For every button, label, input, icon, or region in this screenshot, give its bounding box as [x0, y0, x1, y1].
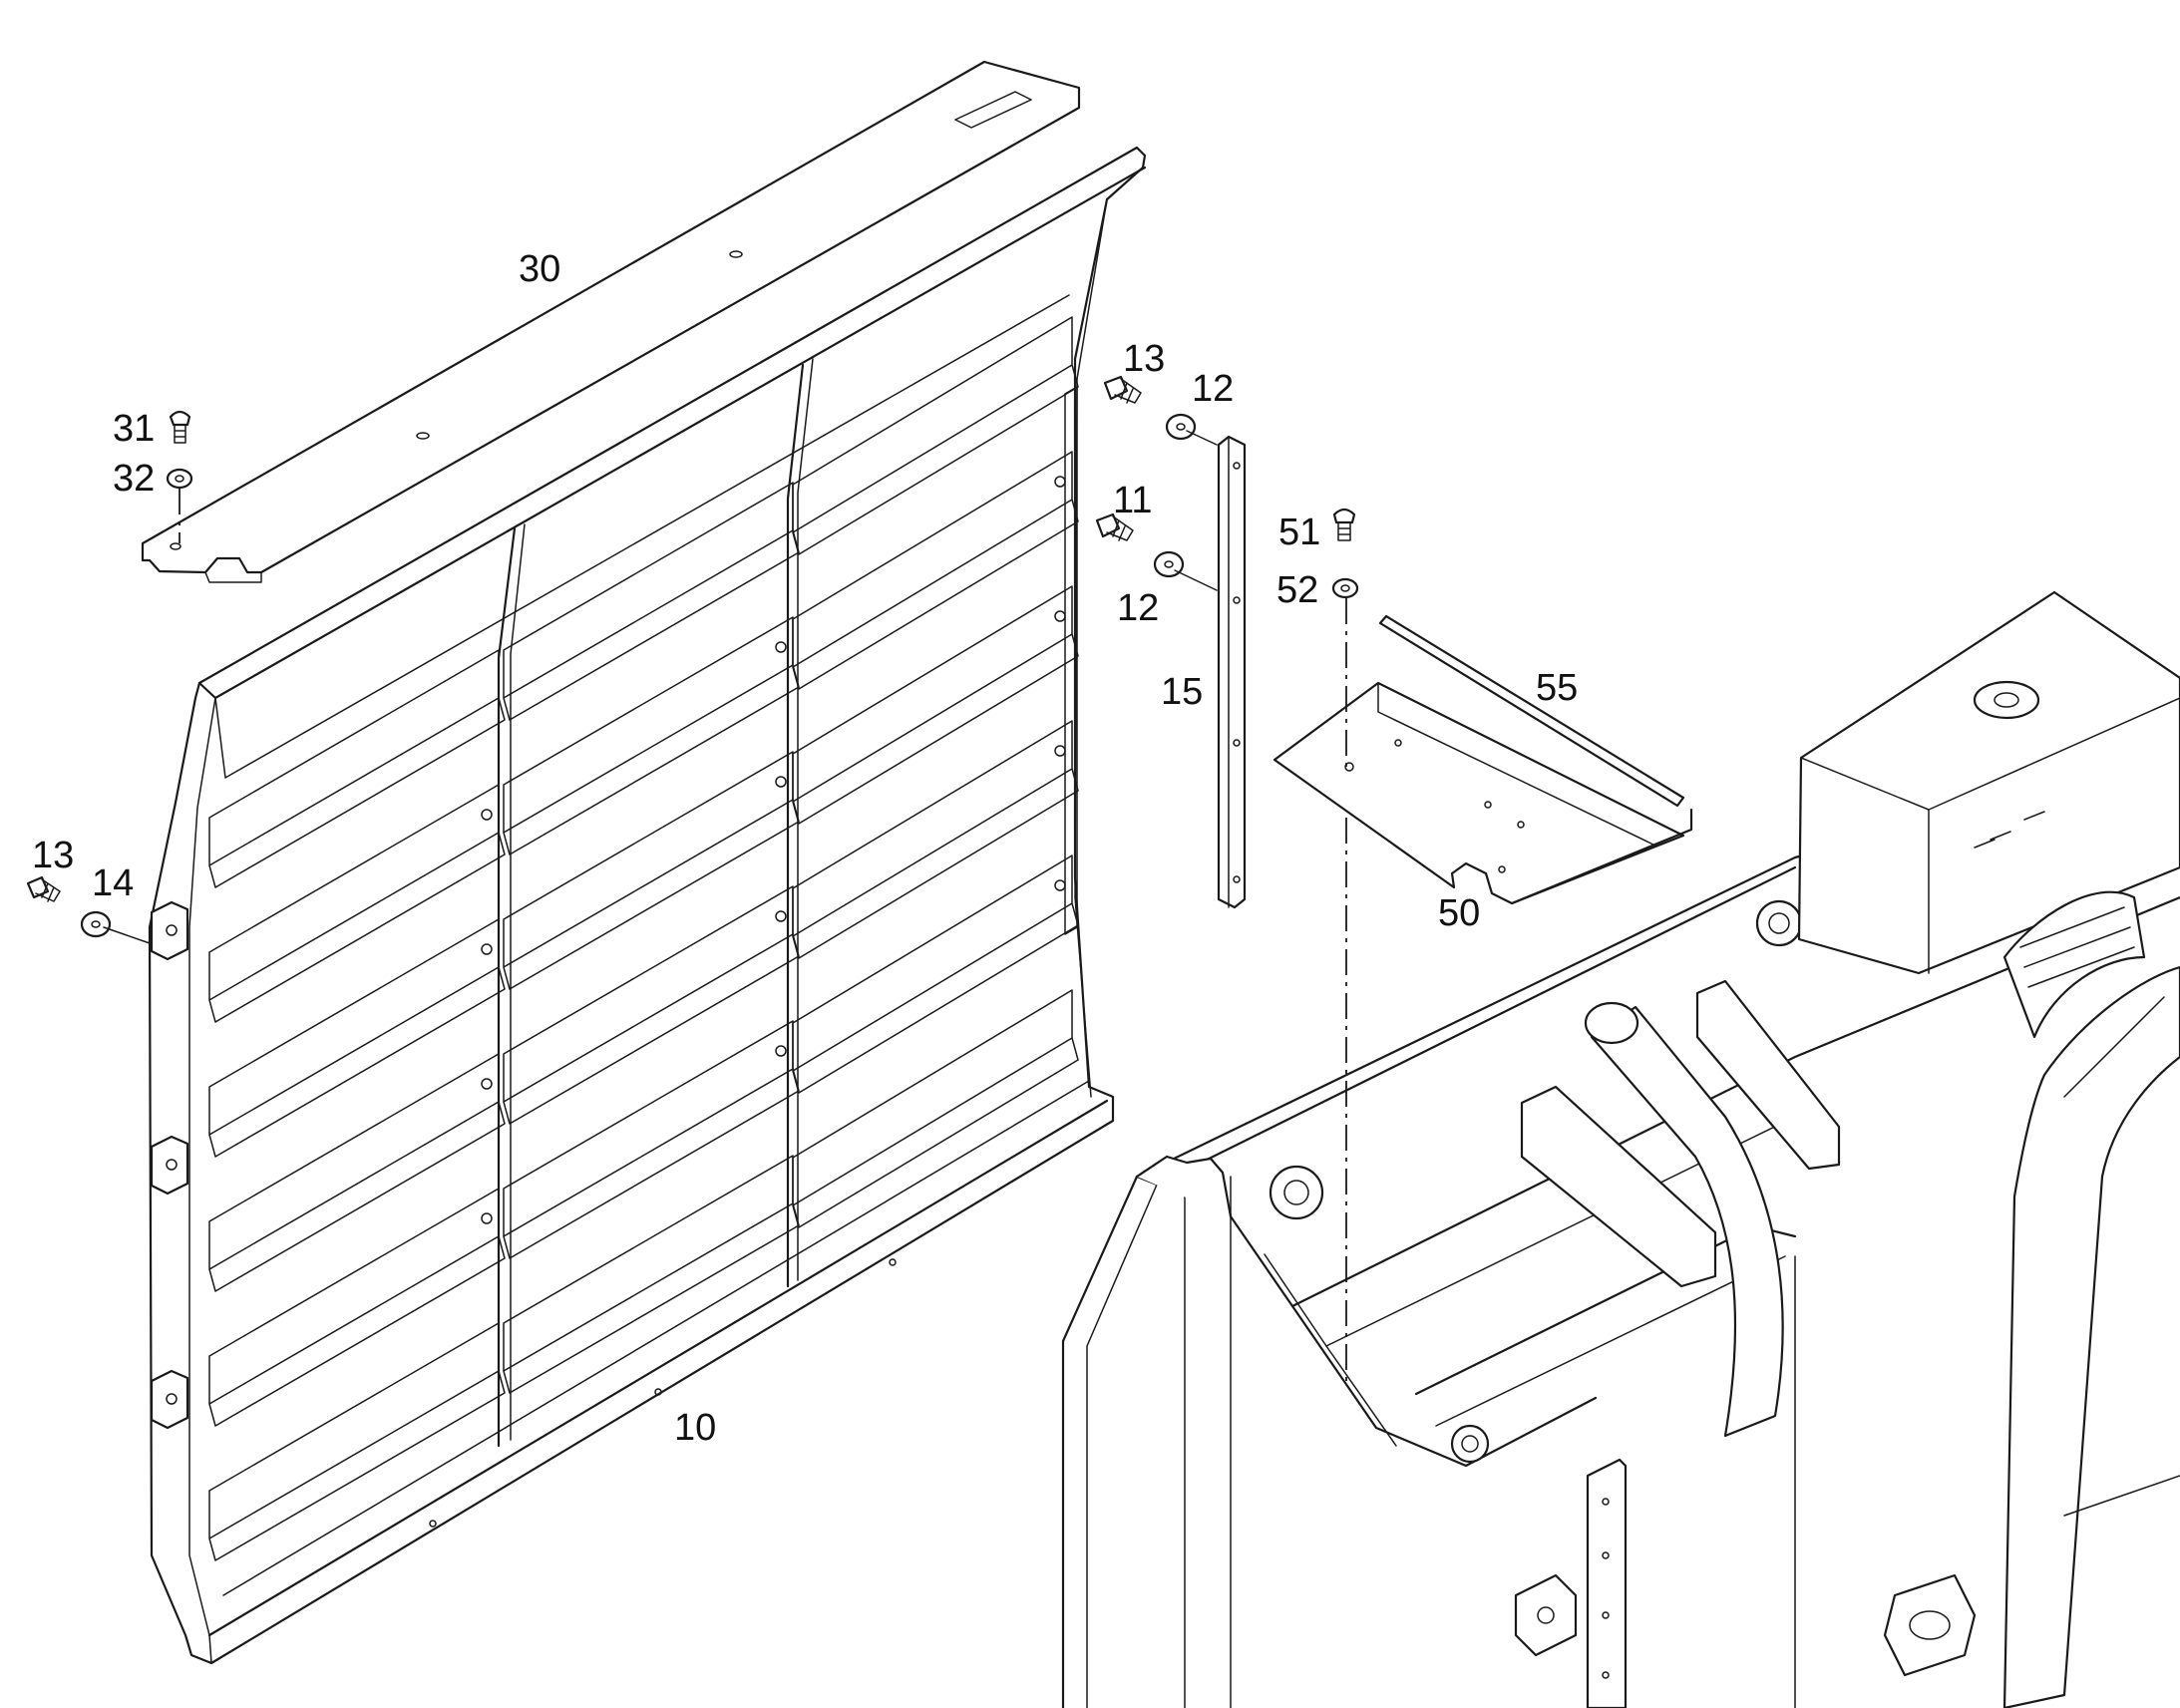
- louvre-slat: [208, 649, 506, 888]
- slat-screw: [481, 1078, 493, 1090]
- label-32: 32: [113, 458, 155, 500]
- seal-55: [1378, 614, 1685, 808]
- washer-14: [80, 910, 151, 944]
- louvre-slat: [208, 784, 506, 1023]
- label-52: 52: [1276, 569, 1318, 611]
- label-50: 50: [1438, 892, 1480, 934]
- slat-screw: [775, 1045, 787, 1057]
- slat-screw: [481, 809, 493, 821]
- label-51: 51: [1278, 512, 1320, 553]
- louvre-slat: [792, 854, 1079, 1094]
- grille-10: [148, 146, 1147, 1665]
- left-hinge-brackets: [150, 900, 189, 1430]
- louvre-slat: [208, 1053, 506, 1292]
- label-12-bottom: 12: [1117, 587, 1159, 629]
- cover-plate-30: [141, 60, 1081, 583]
- louvre-slat: [792, 720, 1079, 959]
- part-labels: 30 31 32 13 12 11 12 15 51 52 55 50 13 1…: [32, 248, 1578, 1449]
- label-15: 15: [1161, 671, 1203, 713]
- screw-11: [1095, 512, 1134, 541]
- louvre-slat: [208, 1188, 506, 1427]
- label-10: 10: [674, 1407, 716, 1449]
- screw-31: [169, 410, 191, 444]
- bracket-50: [1272, 681, 1693, 905]
- washer-32: [166, 468, 193, 490]
- label-11: 11: [1113, 480, 1152, 521]
- louvre-slat: [792, 451, 1079, 690]
- slat-screw: [775, 910, 787, 922]
- label-31: 31: [113, 408, 155, 450]
- screw-51: [1332, 508, 1356, 541]
- slat-screw: [481, 1212, 493, 1224]
- louvre-slat: [208, 918, 506, 1158]
- label-14: 14: [92, 862, 134, 904]
- label-13-left: 13: [32, 835, 74, 876]
- louvre-slat: [792, 585, 1079, 825]
- washer-52: [1331, 577, 1359, 599]
- louvre-slat: [208, 1322, 506, 1561]
- screw-13-right: [1103, 375, 1142, 404]
- washer-12-top: [1165, 413, 1218, 446]
- slat-screw: [775, 776, 787, 788]
- label-55: 55: [1536, 667, 1578, 709]
- strip-15: [1217, 435, 1247, 909]
- washer-12-bottom: [1153, 550, 1218, 591]
- label-13-right: 13: [1123, 338, 1165, 380]
- screw-13-left: [26, 875, 61, 902]
- machine-frame: [1061, 590, 2180, 1708]
- label-12-top: 12: [1192, 368, 1234, 410]
- louvre-slats: [208, 316, 1079, 1561]
- louvre-slat: [792, 989, 1079, 1228]
- slat-screw: [481, 943, 493, 955]
- slat-screw: [775, 641, 787, 653]
- louvre-slat: [792, 316, 1079, 555]
- label-30: 30: [519, 248, 560, 290]
